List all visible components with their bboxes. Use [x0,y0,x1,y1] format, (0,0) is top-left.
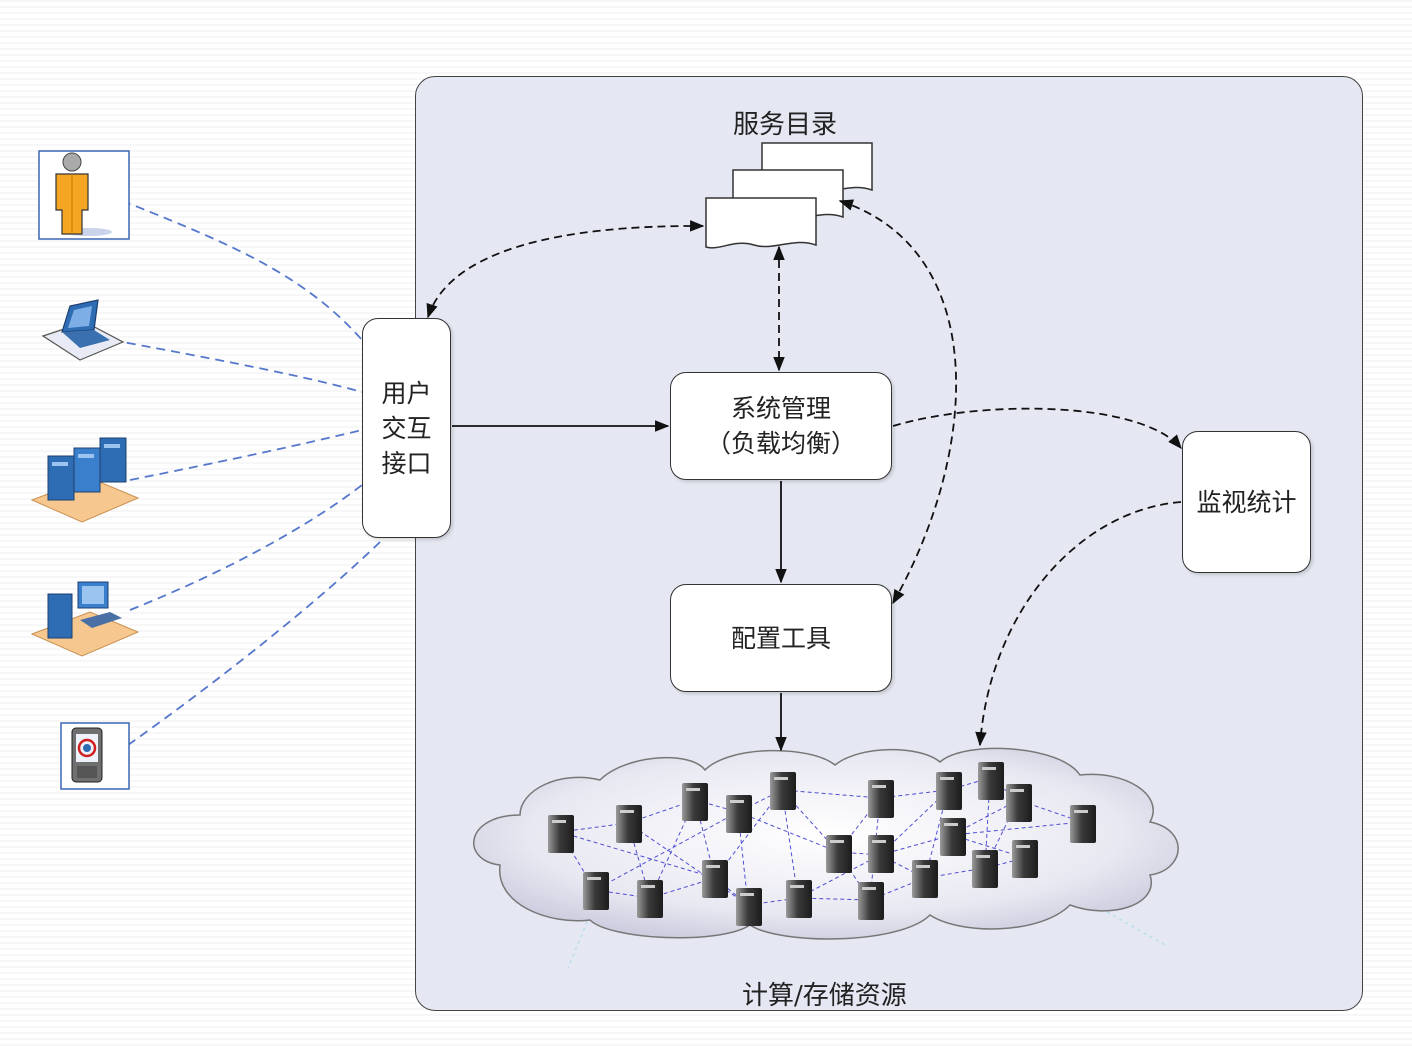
user-interface-box[interactable]: 用户 交互 接口 [362,318,451,538]
system-management-line-1: 系统管理 [730,394,831,423]
arrow-sys-monitor [892,407,1182,450]
server-nodes [548,762,1096,926]
monitoring-label: 监视统计 [1196,487,1297,517]
workstation-icon [30,581,140,657]
user-interface-line-2: 交互 [381,413,432,443]
link-person [107,194,363,341]
user-interface-line-3: 接口 [381,448,432,478]
link-cluster [129,429,363,481]
user-interface-line-1: 用户 [381,378,432,408]
laptop-icon [41,299,125,361]
config-tools-box[interactable]: 配置工具 [670,584,892,692]
user-person-icon [38,150,130,240]
arrow-catalog-cfg [838,199,958,605]
config-tools-label: 配置工具 [730,623,831,653]
monitoring-box[interactable]: 监视统计 [1182,431,1311,573]
cloud-accents [567,904,1166,969]
link-phone [127,541,381,746]
service-catalog-label: 服务目录 [733,110,838,140]
link-workstation [129,484,363,611]
arrow-ui-catalog [426,220,705,319]
device-links [107,194,381,746]
resource-cloud [473,747,1179,940]
system-management-box[interactable]: 系统管理 （负载均衡） [670,372,892,480]
arrow-monitor-cloud [975,501,1182,747]
compute-storage-label: 计算/存储资源 [742,981,907,1011]
system-management-line-2: （负载均衡） [705,429,856,458]
mobile-phone-icon [60,722,130,790]
link-laptop [111,339,363,393]
server-cluster-icon [30,437,140,523]
service-catalog-icon [705,142,873,249]
flow-arrows [426,199,1182,752]
